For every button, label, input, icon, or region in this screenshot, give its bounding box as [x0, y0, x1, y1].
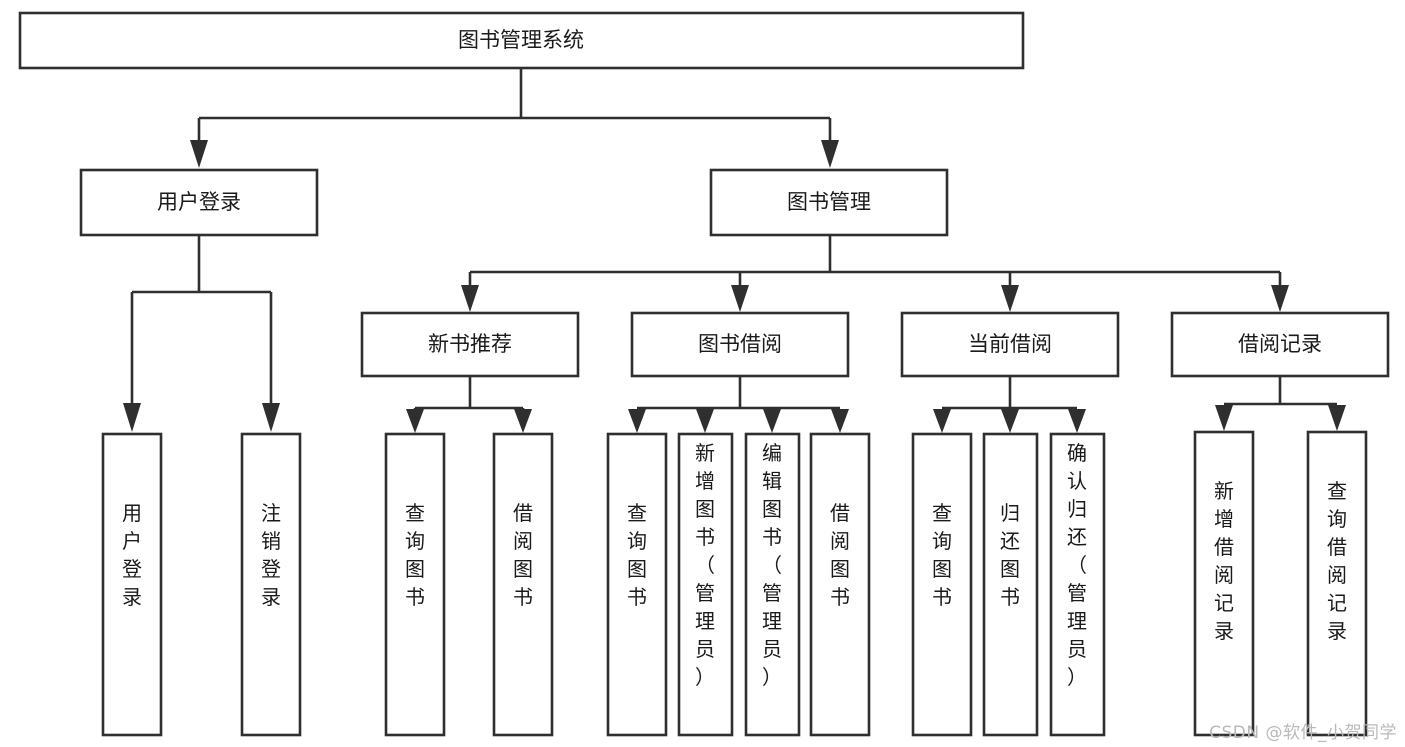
- node-book-manage[interactable]: 图书管理: [709, 168, 949, 237]
- node-book-manage-label: 图书管理: [787, 190, 871, 214]
- node-user-login-label: 用户登录: [157, 190, 241, 214]
- arrow-head-leaf-user-login-1: [123, 403, 141, 432]
- node-root-box[interactable]: [18, 11, 1025, 70]
- leaf-user-login-1-label: 用户登录: [122, 501, 142, 609]
- node-user-login[interactable]: 用户登录: [79, 168, 319, 237]
- leaf-borrow-record-1-label: 新增借阅记录: [1214, 479, 1234, 643]
- leaf-current-borrow-3-box[interactable]: [1049, 432, 1106, 737]
- node-user-login-box[interactable]: [79, 168, 319, 237]
- leaf-book-borrow-1[interactable]: 查询图书: [606, 432, 668, 737]
- connector-group-new-book-recommend: [406, 376, 532, 433]
- arrow-head-new-book-recommend: [461, 285, 479, 312]
- arrow-head-leaf-new-book-2: [514, 409, 532, 433]
- connector-group-user-login: [123, 235, 280, 432]
- csdn-watermark: CSDN @软件_小贺同学: [1209, 723, 1397, 743]
- node-new-book-recommend-label: 新书推荐: [428, 332, 512, 356]
- arrow-head-leaf-new-book-1: [406, 409, 424, 433]
- leaf-current-borrow-2[interactable]: 归还图书: [982, 432, 1039, 737]
- leaf-book-borrow-2-label: 新增图书（管理员）: [695, 441, 715, 689]
- node-root-label: 图书管理系统: [458, 28, 584, 52]
- leaf-book-borrow-1-box[interactable]: [606, 432, 668, 737]
- leaf-book-borrow-3-label: 编辑图书（管理员）: [762, 441, 782, 689]
- arrow-head-leaf-book-borrow-2: [696, 409, 714, 433]
- node-book-manage-box[interactable]: [709, 168, 949, 237]
- connector-group-current-borrow: [933, 376, 1086, 433]
- leaf-book-borrow-2-box[interactable]: [677, 432, 734, 737]
- leaf-book-borrow-3[interactable]: 编辑图书（管理员）: [744, 432, 801, 737]
- arrow-head-book-manage: [821, 140, 839, 168]
- arrow-head-current-borrow: [1001, 285, 1019, 312]
- node-book-borrow-box[interactable]: [630, 311, 850, 378]
- node-current-borrow-box[interactable]: [900, 311, 1120, 378]
- node-root[interactable]: 图书管理系统: [18, 11, 1025, 70]
- node-book-borrow-label: 图书借阅: [698, 332, 782, 356]
- node-new-book-recommend[interactable]: 新书推荐: [360, 311, 580, 378]
- arrow-head-leaf-book-borrow-4: [831, 409, 849, 433]
- node-book-borrow[interactable]: 图书借阅: [630, 311, 850, 378]
- arrow-head-leaf-borrow-record-1: [1215, 405, 1233, 431]
- arrow-head-leaf-current-borrow-2: [1001, 409, 1019, 433]
- leaf-borrow-record-2[interactable]: 查询借阅记录: [1306, 430, 1368, 737]
- leaf-current-borrow-1[interactable]: 查询图书: [911, 432, 973, 737]
- leaf-user-login-1-box[interactable]: [101, 432, 163, 737]
- arrow-head-leaf-current-borrow-1: [933, 409, 951, 433]
- leaf-current-borrow-2-box[interactable]: [982, 432, 1039, 737]
- leaf-user-login-1[interactable]: 用户登录: [101, 432, 163, 737]
- arrow-head-leaf-book-borrow-3: [763, 409, 781, 433]
- arrow-head-book-borrow: [731, 285, 749, 312]
- connector-group-book-borrow: [628, 376, 849, 433]
- node-borrow-record-box[interactable]: [1170, 311, 1390, 378]
- arrow-head-leaf-user-login-2: [262, 403, 280, 432]
- leaf-new-book-1[interactable]: 查询图书: [384, 432, 446, 737]
- leaf-new-book-2-label: 借阅图书: [513, 501, 533, 609]
- leaf-new-book-2-box[interactable]: [492, 432, 554, 737]
- leaf-borrow-record-1-box[interactable]: [1193, 430, 1255, 737]
- leaf-current-borrow-3[interactable]: 确认归还（管理员）: [1049, 432, 1106, 737]
- leaf-new-book-1-box[interactable]: [384, 432, 446, 737]
- connector-group-borrow-record: [1215, 376, 1346, 431]
- leaf-book-borrow-4[interactable]: 借阅图书: [809, 432, 871, 737]
- arrow-head-leaf-borrow-record-2: [1328, 405, 1346, 431]
- leaf-user-login-2-label: 注销登录: [261, 501, 281, 609]
- leaf-new-book-2[interactable]: 借阅图书: [492, 432, 554, 737]
- arrow-head-user-login: [190, 140, 208, 168]
- leaf-book-borrow-1-label: 查询图书: [627, 501, 647, 609]
- leaf-current-borrow-1-label: 查询图书: [932, 501, 952, 609]
- leaf-book-borrow-2[interactable]: 新增图书（管理员）: [677, 432, 734, 737]
- leaf-borrow-record-1[interactable]: 新增借阅记录: [1193, 430, 1255, 737]
- leaf-current-borrow-3-label: 确认归还（管理员）: [1067, 441, 1087, 689]
- node-borrow-record-label: 借阅记录: [1238, 332, 1322, 356]
- node-current-borrow-label: 当前借阅: [968, 332, 1052, 356]
- connector-group-book-manage: [461, 235, 1289, 312]
- leaf-book-borrow-4-label: 借阅图书: [830, 501, 850, 609]
- arrow-head-leaf-book-borrow-1: [628, 409, 646, 433]
- leaf-new-book-1-label: 查询图书: [405, 501, 425, 609]
- leaf-book-borrow-3-box[interactable]: [744, 432, 801, 737]
- leaf-current-borrow-2-label: 归还图书: [1000, 501, 1020, 609]
- leaf-book-borrow-4-box[interactable]: [809, 432, 871, 737]
- node-new-book-recommend-box[interactable]: [360, 311, 580, 378]
- connector-group-root: [190, 68, 839, 168]
- node-borrow-record[interactable]: 借阅记录: [1170, 311, 1390, 378]
- leaf-user-login-2-box[interactable]: [240, 432, 302, 737]
- leaf-borrow-record-2-box[interactable]: [1306, 430, 1368, 737]
- leaf-borrow-record-2-label: 查询借阅记录: [1327, 479, 1347, 643]
- arrow-head-borrow-record: [1271, 285, 1289, 312]
- node-current-borrow[interactable]: 当前借阅: [900, 311, 1120, 378]
- leaf-current-borrow-1-box[interactable]: [911, 432, 973, 737]
- leaf-user-login-2[interactable]: 注销登录: [240, 432, 302, 737]
- arrow-head-leaf-current-borrow-3: [1068, 409, 1086, 433]
